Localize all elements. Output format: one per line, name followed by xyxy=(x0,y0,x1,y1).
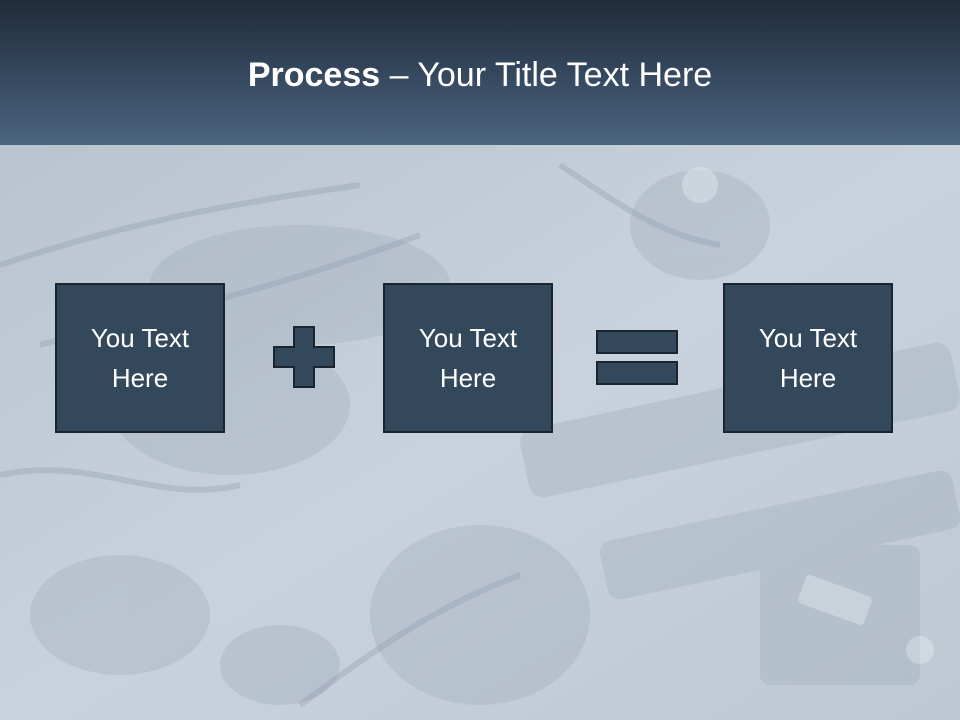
slide-title: Process – Your Title Text Here xyxy=(0,52,960,98)
process-box-3[interactable]: You Text Here xyxy=(723,283,893,433)
title-bold: Process xyxy=(247,56,381,94)
title-bar: Process – Your Title Text Here xyxy=(0,0,960,145)
process-box-2-label: You Text Here xyxy=(418,323,518,393)
process-box-2[interactable]: You Text Here xyxy=(383,283,553,433)
process-box-1-label: You Text Here xyxy=(90,323,190,393)
process-box-1[interactable]: You Text Here xyxy=(55,283,225,433)
process-box-3-label: You Text Here xyxy=(758,323,858,393)
title-dash: – xyxy=(380,56,418,94)
plus-icon xyxy=(273,326,335,388)
title-rest: Your Title Text Here xyxy=(417,56,713,94)
equals-icon xyxy=(596,330,678,385)
